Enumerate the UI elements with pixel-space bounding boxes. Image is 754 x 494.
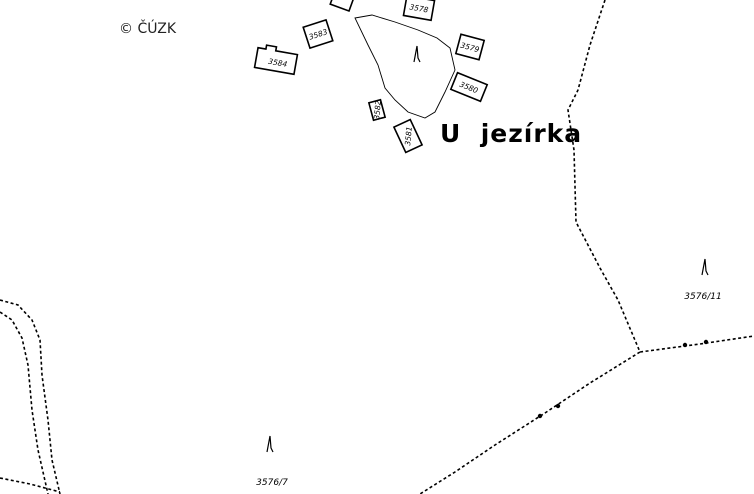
boundary-point (703, 339, 709, 345)
building-number: 3581 (403, 126, 414, 146)
building-3578[interactable]: 3578 (402, 0, 436, 22)
parcel-label-3576-7[interactable]: 3576/7 (256, 478, 288, 488)
building-number: 3582 (372, 100, 383, 120)
building-number: 3584 (268, 57, 289, 69)
building-number: 3579 (459, 41, 480, 55)
parcel-boundary (567, 0, 754, 353)
building-number: 3578 (409, 2, 430, 14)
building-3580[interactable]: 3580 (449, 71, 489, 103)
building-3584[interactable]: 3584 (253, 44, 299, 76)
building-3579[interactable]: 3579 (454, 33, 486, 61)
parcel-boundary (0, 311, 49, 494)
grassland-symbol (413, 45, 421, 63)
locality-name: U jezírka (440, 119, 582, 148)
boundary-point (555, 403, 561, 409)
pond-outline (354, 14, 456, 119)
building-3583[interactable]: 3583 (302, 18, 334, 50)
building-3581[interactable]: 3581 (392, 118, 424, 154)
boundary-point (682, 342, 688, 348)
grassland-symbol (701, 258, 709, 276)
building-3582[interactable]: 3582 (367, 98, 387, 122)
copyright-notice: © ČÚZK (119, 21, 176, 37)
parcel-boundary (0, 477, 61, 493)
parcel-boundary (0, 299, 61, 494)
parcel-boundary (419, 351, 641, 494)
building-number: 3583 (308, 27, 329, 42)
building-top[interactable] (329, 0, 355, 13)
grassland-symbol (266, 435, 274, 453)
parcel-label-3576-11[interactable]: 3576/11 (684, 292, 721, 302)
boundary-point (537, 413, 543, 419)
